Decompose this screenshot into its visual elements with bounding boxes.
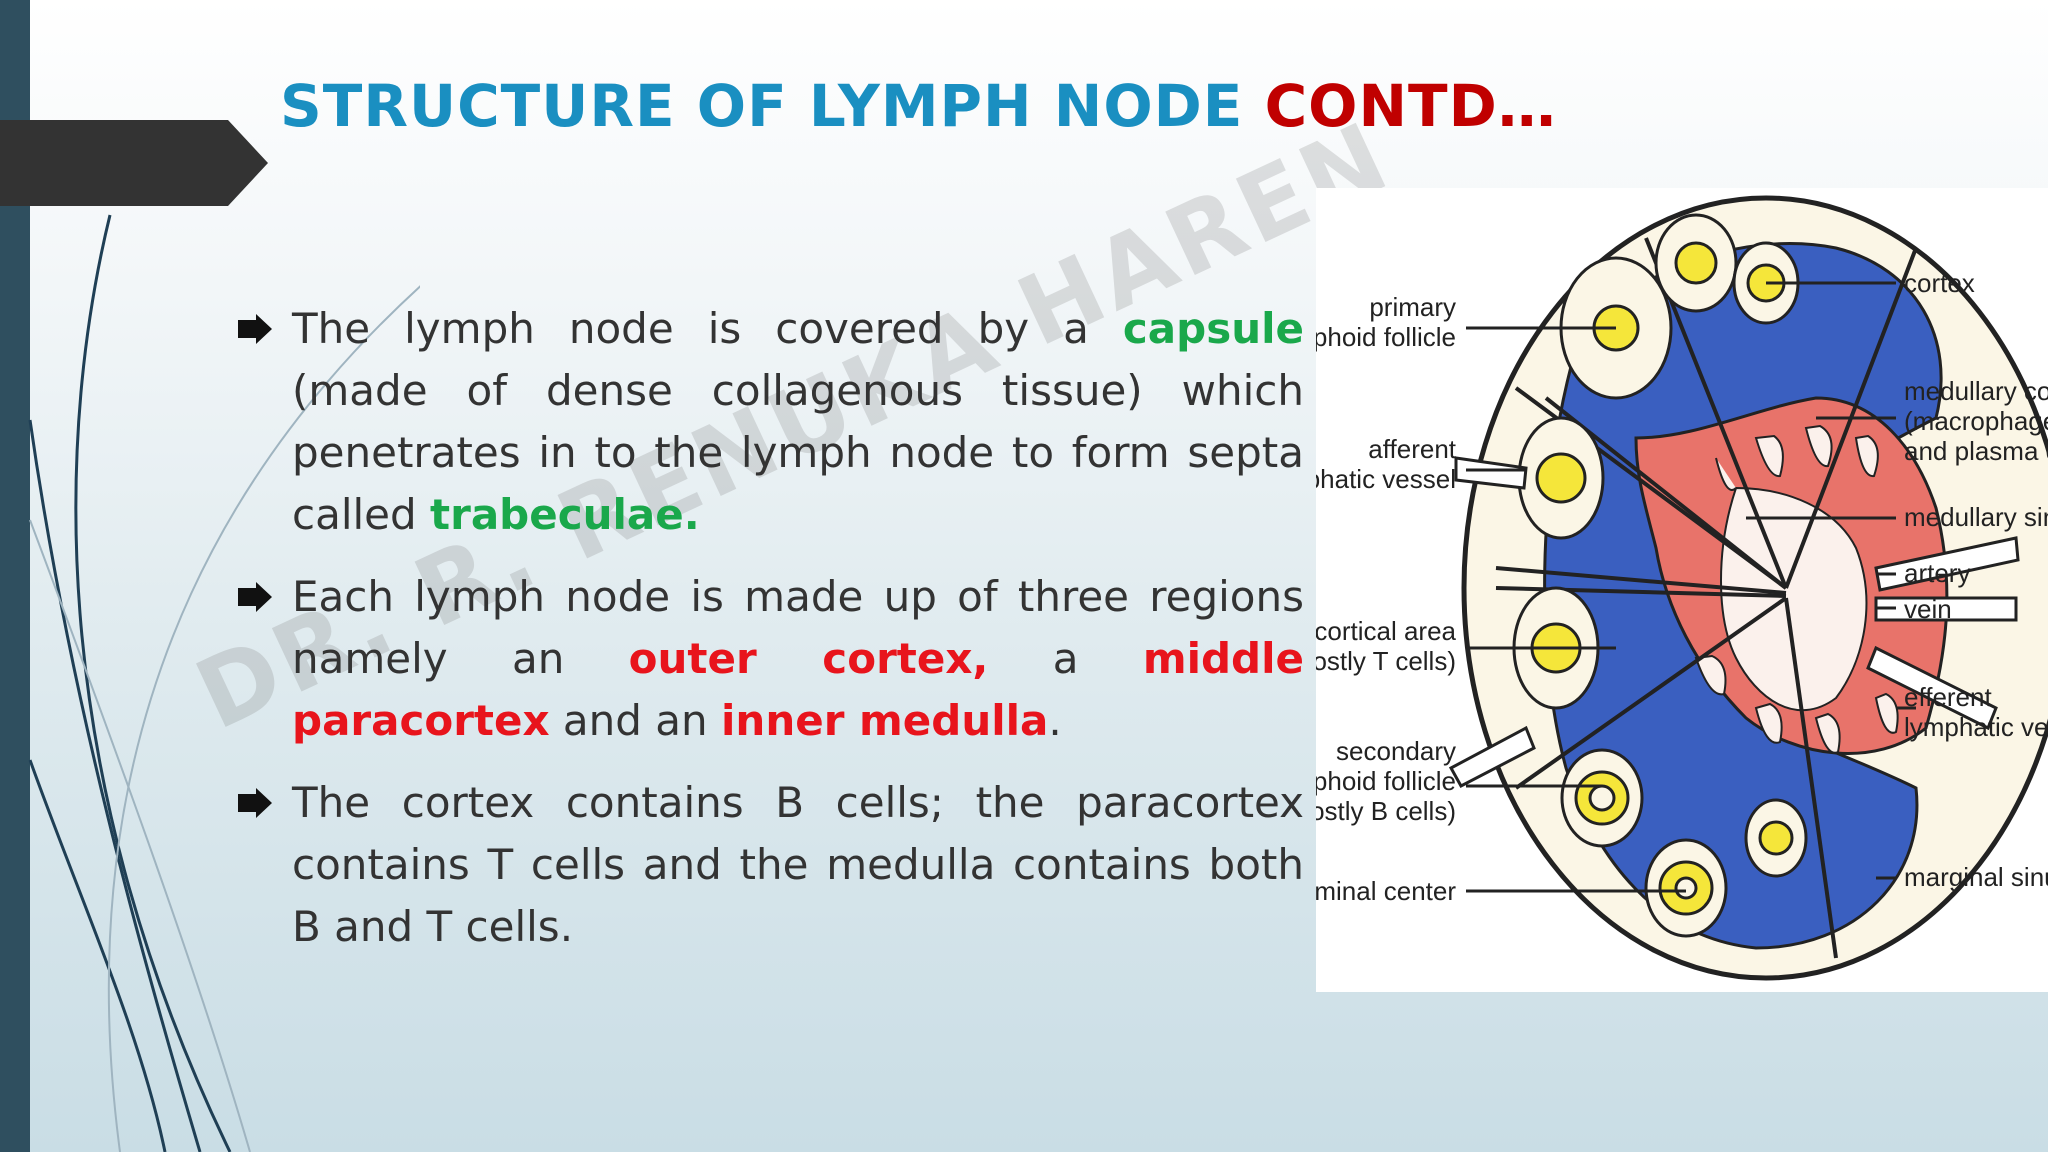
label-medullary-cords: medullary cords(macrophagesand plasma ce…: [1904, 376, 2048, 466]
bullet-item: The lymph node is covered by a capsule (…: [236, 298, 1304, 546]
text-run: The lymph node is covered by a: [292, 304, 1123, 353]
arrow-bullet-icon: [238, 314, 272, 344]
bullet-item: Each lymph node is made up of three regi…: [236, 566, 1304, 752]
highlight-outer-cortex: outer cortex,: [628, 634, 989, 683]
bullet-text: The cortex contains B cells; the paracor…: [292, 772, 1304, 958]
text-run: .: [1048, 696, 1062, 745]
slide-title: STRUCTURE OF LYMPH NODE CONTD…: [280, 72, 1557, 140]
title-accent: CONTD…: [1264, 72, 1557, 140]
text-run: and an: [549, 696, 722, 745]
label-primary-follicle: primarylymphoid follicle: [1316, 292, 1456, 352]
highlight-capsule: capsule: [1122, 304, 1304, 353]
bullet-text: The lymph node is covered by a capsule (…: [292, 298, 1304, 546]
label-vein: vein: [1904, 594, 1952, 624]
title-main: STRUCTURE OF LYMPH NODE: [280, 72, 1265, 140]
text-run: (made of dense collagenous tissue) which…: [292, 366, 1304, 539]
highlight-inner-medulla: inner medulla: [721, 696, 1049, 745]
arrow-bullet-icon: [238, 788, 272, 818]
highlight-trabeculae: trabeculae.: [430, 490, 700, 539]
lymph-node-illustration: [1448, 195, 2048, 981]
label-artery: artery: [1904, 558, 1970, 588]
lymph-node-diagram: primarylymphoid follicle afferentlymphat…: [1316, 188, 2048, 992]
leader-lines: [1466, 281, 1916, 893]
label-medullary-sinus: medullary sinus: [1904, 502, 2048, 532]
arrow-bullet-icon: [238, 582, 272, 612]
bullet-item: The cortex contains B cells; the paracor…: [236, 772, 1304, 958]
decorative-curves: [28, 214, 420, 1152]
label-cortex: cortex: [1904, 268, 1975, 298]
label-marginal-sinus: marginal sinus: [1904, 862, 2048, 892]
bullet-text: Each lymph node is made up of three regi…: [292, 566, 1304, 752]
highlight-middle-paracortex: middle paracortex: [292, 634, 1304, 745]
bullet-list: The lymph node is covered by a capsule (…: [236, 298, 1304, 978]
label-paracortical-area: paracortical area(mostly T cells): [1316, 616, 1457, 676]
text-run: The cortex contains B cells; the paracor…: [292, 778, 1304, 951]
label-germinal-center: germinal center: [1316, 876, 1456, 906]
title-tab-arrow: [0, 120, 268, 206]
label-afferent-vessel: afferentlymphatic vessel: [1316, 434, 1457, 494]
label-secondary-follicle: secondarylymphoid follicle(mostly B cell…: [1316, 736, 1456, 826]
text-run: Each lymph node is made up of three regi…: [292, 572, 1304, 683]
text-run: a: [988, 634, 1143, 683]
